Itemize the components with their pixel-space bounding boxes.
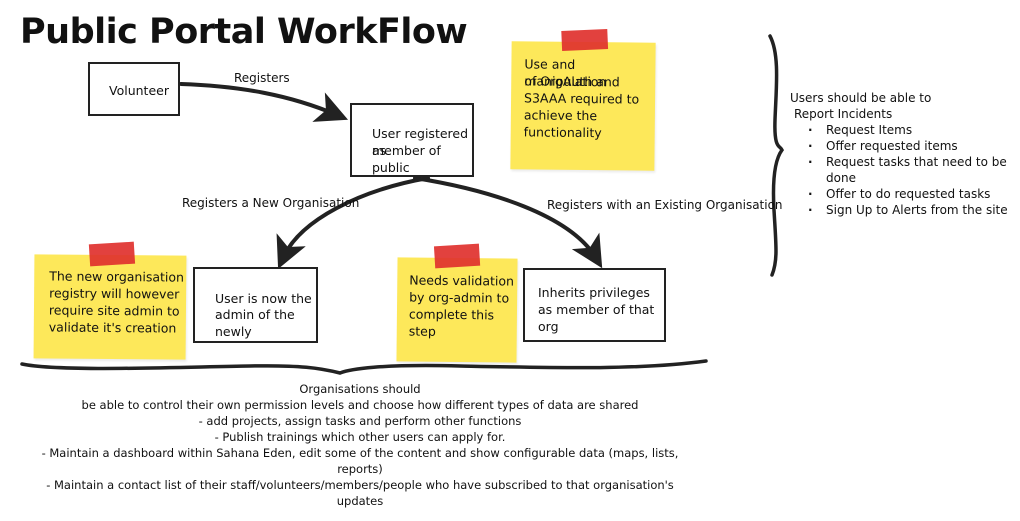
- sticky-orgauth-line-5: functionality: [523, 124, 602, 141]
- org-capability-line: - Publish trainings which other users ca…: [214, 430, 506, 444]
- user-capabilities-heading-1: Users should be able to: [790, 91, 932, 105]
- node-inherits-line-2: as member of that: [538, 302, 655, 317]
- sticky-registry-line-2: registry will however: [49, 285, 180, 302]
- user-capability-item: Request Items: [790, 122, 1016, 138]
- sticky-validation-line-1: Needs validation: [409, 272, 515, 289]
- node-user-admin[interactable]: User is now the admin of the newly: [193, 267, 318, 343]
- node-inherits-line-3: org: [538, 319, 559, 334]
- node-inherits-line-1: Inherits privileges: [538, 285, 650, 300]
- user-capability-item: Offer to do requested tasks: [790, 186, 1016, 202]
- org-capability-line: be able to control their own permission …: [81, 398, 639, 412]
- arrow-registers: [179, 82, 349, 122]
- arrow-new-org: [276, 176, 430, 269]
- sticky-validation-line-2: by org-admin to: [409, 289, 510, 306]
- sticky-registry-line-4: validate it's creation: [48, 319, 177, 336]
- tape-icon: [433, 243, 481, 269]
- user-capability-item: Request tasks that need to be done: [790, 154, 1016, 186]
- node-user-admin-line-2: admin of the newly: [215, 307, 295, 339]
- tape-icon: [561, 29, 609, 51]
- node-volunteer[interactable]: Volunteer: [88, 62, 180, 116]
- node-user-registered-line-2: member of public: [372, 143, 441, 175]
- user-capabilities-list: Request Items Offer requested items Requ…: [790, 122, 1016, 218]
- org-capability-line: - Maintain a contact list of their staff…: [46, 478, 678, 508]
- tape-icon: [88, 241, 136, 267]
- sticky-orgauth-line-3: S3AAA required to: [524, 90, 640, 107]
- org-capability-line: Organisations should: [299, 382, 421, 396]
- node-inherits-privileges[interactable]: Inherits privileges as member of that or…: [523, 268, 666, 342]
- org-capability-line: - Maintain a dashboard within Sahana Ede…: [41, 446, 683, 476]
- user-capability-item: Sign Up to Alerts from the site: [790, 202, 1016, 218]
- sticky-note-new-org-registry: The new organisation registry will howev…: [33, 241, 187, 360]
- right-brace: [768, 34, 784, 277]
- node-user-registered[interactable]: User registered as member of public: [350, 103, 474, 177]
- diagram-title: Public Portal WorkFlow: [20, 12, 468, 52]
- edge-label-registers: Registers: [234, 71, 290, 85]
- sticky-orgauth-line-2: of OrgAuth and: [524, 73, 620, 90]
- sticky-validation-line-4: step: [408, 323, 436, 339]
- org-capability-line: - add projects, assign tasks and perform…: [198, 414, 522, 428]
- node-user-admin-line-1: User is now the: [215, 291, 312, 306]
- user-capability-item: Offer requested items: [790, 138, 1016, 154]
- sticky-validation-line-3: complete this: [408, 306, 495, 323]
- sticky-registry-line-3: require site admin to: [48, 302, 180, 319]
- arrow-existing-org: [413, 176, 603, 269]
- sticky-note-orgauth: Use and manipulation of OrgAuth and S3AA…: [510, 29, 656, 171]
- edge-label-new-org: Registers a New Organisation: [182, 196, 360, 210]
- sticky-orgauth-line-4: achieve the: [523, 107, 598, 124]
- user-capabilities-heading-2: Report Incidents: [794, 107, 893, 121]
- edge-label-existing-org: Registers with an Existing Organisation: [547, 198, 783, 212]
- org-capabilities-note: Organisations should be able to control …: [30, 381, 690, 509]
- user-capabilities-note: Users should be able to Report Incidents…: [790, 90, 1016, 218]
- bottom-brace: [20, 359, 708, 375]
- sticky-registry-line-1: The new organisation: [49, 268, 185, 285]
- node-volunteer-label: Volunteer: [109, 83, 169, 98]
- sticky-note-validation: Needs validation by org-admin to complet…: [396, 243, 518, 363]
- node-user-registered-line-1: User registered as: [372, 126, 469, 158]
